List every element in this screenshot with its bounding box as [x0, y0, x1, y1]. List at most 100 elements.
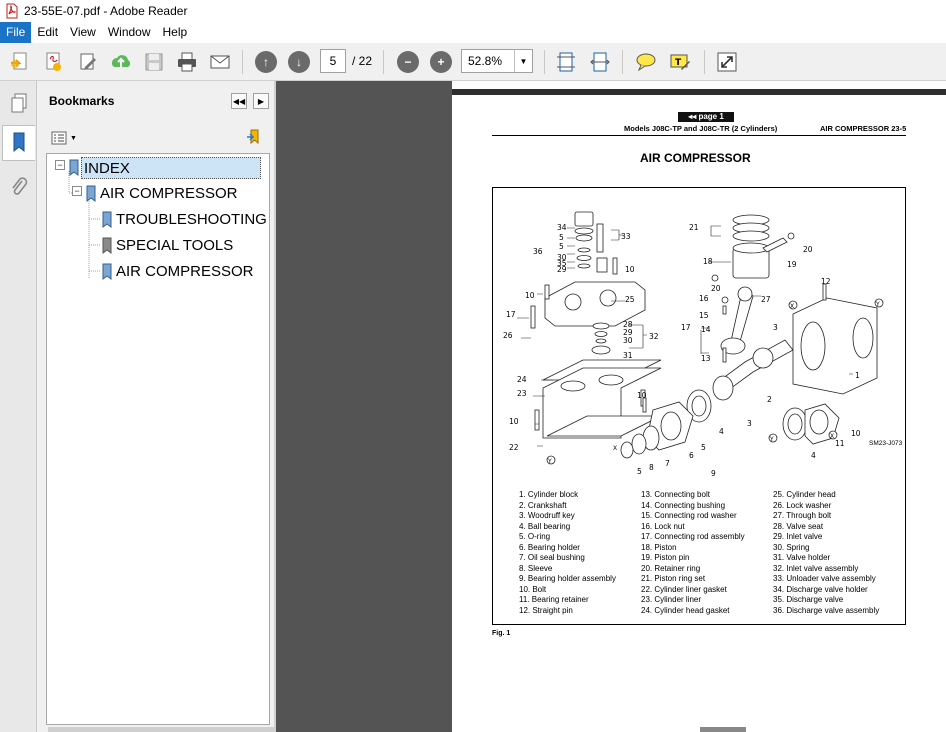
callout: 25 [625, 295, 635, 304]
header-section: AIR COMPRESSOR 23-5 [820, 124, 907, 133]
figure-label: Fig. 1 [492, 630, 511, 637]
collapse-toggle[interactable]: − [72, 186, 82, 196]
bookmark-label: AIR COMPRESSOR [116, 263, 254, 280]
callout: 35 [557, 259, 567, 268]
bookmarks-panel-button[interactable] [2, 125, 35, 161]
sign-icon[interactable]: T [667, 49, 693, 75]
callout: 17 [506, 310, 516, 319]
legend-item: 2. Crankshaft [519, 500, 567, 510]
close-panel-icon[interactable]: ▶ [253, 93, 269, 109]
legend-item: 12. Straight pin [519, 605, 573, 615]
zoom-select[interactable]: 52.8% ▼ [461, 49, 533, 73]
legend-item: 33. Unloader valve assembly [773, 574, 876, 583]
legend-item: 10. Bolt [519, 584, 547, 594]
exploded-diagram [517, 211, 884, 465]
zoom-in-icon[interactable]: + [428, 49, 454, 75]
fit-page-icon[interactable] [553, 49, 579, 75]
menu-help[interactable]: Help [162, 25, 188, 39]
callout: 27 [761, 295, 771, 304]
upload-icon[interactable] [108, 49, 134, 75]
menu-edit[interactable]: Edit [37, 25, 59, 39]
collapse-toggle[interactable]: − [55, 160, 65, 170]
callout: 8 [649, 463, 654, 472]
bookmark-item-air-compressor-2[interactable]: AIR COMPRESSOR [100, 261, 256, 283]
pages-panel-button[interactable] [2, 85, 35, 121]
window-title: 23-55E-07.pdf - Adobe Reader [24, 4, 188, 18]
comment-icon[interactable] [633, 49, 659, 75]
legend-item: 24. Cylinder head gasket [641, 605, 730, 615]
document-page: ◂◂ page 1 Models J08C-TP and J08C-TR (2 … [452, 95, 946, 732]
bookmark-label: TROUBLESHOOTING [116, 211, 267, 228]
panel-splitter[interactable] [274, 81, 276, 732]
page-number-input[interactable]: 5 [320, 49, 346, 73]
legend-item: 4. Ball bearing [519, 521, 571, 531]
horizontal-scrollbar[interactable] [0, 727, 946, 732]
create-pdf-icon[interactable] [7, 49, 33, 75]
bookmark-options-button[interactable]: ▼ [51, 128, 77, 148]
prev-page-icon[interactable]: ↑ [253, 49, 279, 75]
legend-item: 11. Bearing retainer [519, 595, 589, 604]
callout: 1 [855, 371, 860, 380]
viewer-scroll-thumb[interactable] [700, 727, 746, 732]
chevron-down-icon[interactable]: ▼ [514, 50, 532, 72]
callout: 28 [623, 320, 633, 329]
bookmark-label: SPECIAL TOOLS [116, 237, 234, 254]
bookmark-from-selection-icon[interactable] [245, 128, 263, 149]
zoom-value[interactable]: 52.8% [468, 54, 503, 68]
callout: 33 [621, 232, 631, 241]
menu-file[interactable]: File [0, 22, 32, 43]
bookmark-item-troubleshooting[interactable]: TROUBLESHOOTING [100, 209, 269, 231]
callout: 19 [787, 260, 797, 269]
edit-icon[interactable] [75, 49, 101, 75]
callout: 4 [719, 427, 724, 436]
print-icon[interactable] [174, 49, 200, 75]
pdf-file-icon [6, 3, 18, 19]
header-models: Models J08C-TP and J08C-TR (2 Cylinders) [624, 124, 778, 133]
combine-icon[interactable] [41, 49, 67, 75]
page1-link-button[interactable]: ◂◂ page 1 [678, 112, 734, 122]
callout: 21 [689, 223, 699, 232]
collapse-panel-icon[interactable]: ◀◀ [231, 93, 247, 109]
callout: 3 [747, 419, 752, 428]
document-title: AIR COMPRESSOR [640, 151, 751, 165]
legend-item: 17. Connecting rod assembly [641, 532, 745, 541]
attachments-panel-button[interactable] [2, 169, 35, 205]
callout: 5 [559, 233, 564, 242]
legend-item: 22. Cylinder liner gasket [641, 584, 727, 594]
bookmark-item-index[interactable]: INDEX [67, 157, 261, 179]
toolbar-separator [544, 50, 545, 74]
document-viewer[interactable]: ◂◂ page 1 Models J08C-TP and J08C-TR (2 … [276, 81, 946, 732]
menu-view[interactable]: View [70, 25, 96, 39]
callout: 5 [559, 242, 564, 251]
menu-window[interactable]: Window [107, 25, 151, 39]
legend-item: 16. Lock nut [641, 521, 685, 531]
legend-item: 35. Discharge valve [773, 595, 844, 604]
bookmark-scroll-thumb[interactable] [48, 727, 274, 732]
figure-code: SM23-J073 [869, 440, 903, 447]
legend-item: 1. Cylinder block [519, 490, 579, 499]
callout: 10 [625, 265, 635, 274]
callout: 12 [821, 277, 831, 286]
bookmark-icon [69, 159, 79, 176]
callout: 36 [533, 247, 543, 256]
next-page-icon[interactable]: ↓ [286, 49, 312, 75]
bookmark-tree: − INDEX − AIR COMPRESSOR TROUBLESHOOTING… [46, 153, 270, 725]
svg-text:T: T [675, 58, 682, 68]
legend-item: 7. Oil seal bushing [519, 553, 585, 562]
expand-icon[interactable] [714, 49, 740, 75]
email-icon[interactable] [207, 49, 233, 75]
save-icon[interactable] [141, 49, 167, 75]
fit-width-icon[interactable] [587, 49, 613, 75]
legend-item: 26. Lock washer [773, 500, 832, 510]
callout: 22 [509, 443, 519, 452]
bookmark-icon [102, 263, 112, 280]
legend-item: 29. Inlet valve [773, 532, 823, 541]
bookmark-item-special-tools[interactable]: SPECIAL TOOLS [100, 235, 235, 257]
zoom-out-icon[interactable]: − [395, 49, 421, 75]
bookmark-label: INDEX [81, 157, 261, 179]
callout: 20 [803, 245, 813, 254]
previous-page-edge [452, 81, 946, 95]
options-menu-icon [51, 131, 67, 145]
bookmark-item-air-compressor[interactable]: AIR COMPRESSOR [84, 183, 240, 205]
